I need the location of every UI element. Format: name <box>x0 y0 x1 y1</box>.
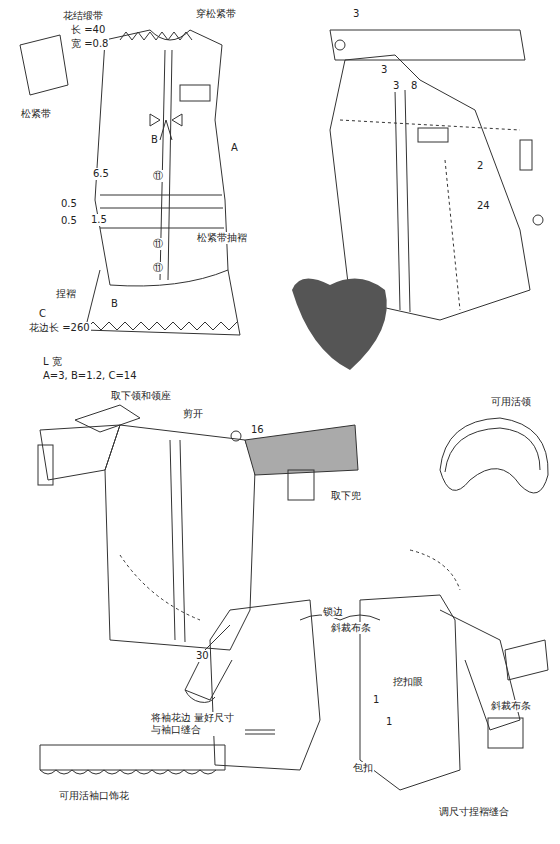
cuff <box>38 445 53 485</box>
annotation-label: ⑪ <box>152 262 164 274</box>
lace-zigzag <box>85 322 237 330</box>
annotation-label: 1 <box>372 694 380 706</box>
annotation-label: A=3, B=1.2, C=14 <box>42 370 138 382</box>
annotation-label: A <box>230 142 239 154</box>
annotation-label: C <box>38 308 47 320</box>
bias-strip <box>505 640 548 680</box>
annotation-label: 8 <box>410 80 418 92</box>
detachable-collar <box>440 418 548 493</box>
annotation-label: ⑪ <box>152 170 164 182</box>
cuff-lace <box>185 690 215 702</box>
annotation-label: 包扣 <box>352 762 374 774</box>
annotation-label: 锁边 <box>322 606 344 618</box>
vest-outline <box>95 30 228 286</box>
annotation-label: ⑪ <box>152 238 164 250</box>
annotation-label: 松紧带抽褶 <box>196 232 248 244</box>
annotation-label: 2 <box>476 160 484 172</box>
annotation-label: 松紧带 <box>20 108 52 120</box>
annotation-label: 可用活领 <box>490 396 532 408</box>
annotation-label: 长 =40 <box>70 24 106 36</box>
pocket <box>180 85 210 101</box>
sleeve <box>185 625 232 700</box>
annotation-label: 穿松紧带 <box>195 8 237 20</box>
removed-collar <box>75 405 140 432</box>
annotation-label: L 宽 <box>42 356 63 368</box>
annotation-label: 捏褶 <box>55 288 77 300</box>
lace-scallop <box>40 770 216 774</box>
collar-lace <box>445 428 540 472</box>
safety-pin <box>245 730 275 734</box>
cuff-lace-strip <box>40 745 225 770</box>
annotation-label: 宽 =0.8 <box>70 38 109 50</box>
cuff-tab <box>520 140 532 170</box>
sleeve <box>40 425 120 480</box>
annotation-label: 挖扣眼 <box>392 676 424 688</box>
annotation-label: 0.5 <box>60 198 78 210</box>
annotation-label: 3 <box>380 64 388 76</box>
sleeve-cut <box>245 425 358 475</box>
annotation-label: 0.5 <box>60 215 78 227</box>
annotation-label: B <box>110 298 119 310</box>
annotation-label: 可用活袖口饰花 <box>58 790 130 802</box>
annotation-label: 6.5 <box>92 168 110 180</box>
scissors <box>533 215 543 225</box>
dashed-arrow <box>120 550 460 620</box>
shirt-outline <box>210 600 320 770</box>
annotation-label: 调尺寸捏褶缝合 <box>438 806 510 818</box>
scissors <box>231 431 241 441</box>
collar-zigzag <box>120 32 192 40</box>
annotation-label: 3 <box>392 80 400 92</box>
scissors <box>335 40 345 50</box>
shirt-outline <box>105 425 255 650</box>
annotation-label: 斜裁布条 <box>330 622 372 634</box>
annotation-label: 1.5 <box>90 214 108 226</box>
annotation-label: 花边长 =260 <box>28 322 91 334</box>
annotation-label: 1 <box>385 716 393 728</box>
vest-frill <box>85 270 240 335</box>
shirt-sleeve <box>330 30 525 60</box>
vest-bands <box>100 195 224 228</box>
annotation-label: 花结缎带 <box>62 10 104 22</box>
annotation-label: B <box>150 134 159 146</box>
annotation-label: 将袖花边 量好尺寸与袖口缝合 <box>150 712 244 736</box>
annotation-label: 16 <box>250 424 265 436</box>
annotation-label: 24 <box>476 200 491 212</box>
sleeve <box>440 610 520 730</box>
annotation-label: 30 <box>195 650 210 662</box>
removed-pocket <box>288 470 314 500</box>
annotation-label: 取下领和领座 <box>110 390 172 402</box>
annotation-label: 取下兜 <box>330 490 362 502</box>
shirt-outline <box>360 595 460 790</box>
cuff-sketch <box>20 35 68 95</box>
cuff <box>488 718 523 748</box>
heart-fabric <box>292 279 387 370</box>
annotation-label: 斜裁布条 <box>490 700 532 712</box>
annotation-label: 3 <box>352 8 360 20</box>
shirt-pocket <box>418 128 448 142</box>
annotation-label: 剪开 <box>182 408 204 420</box>
